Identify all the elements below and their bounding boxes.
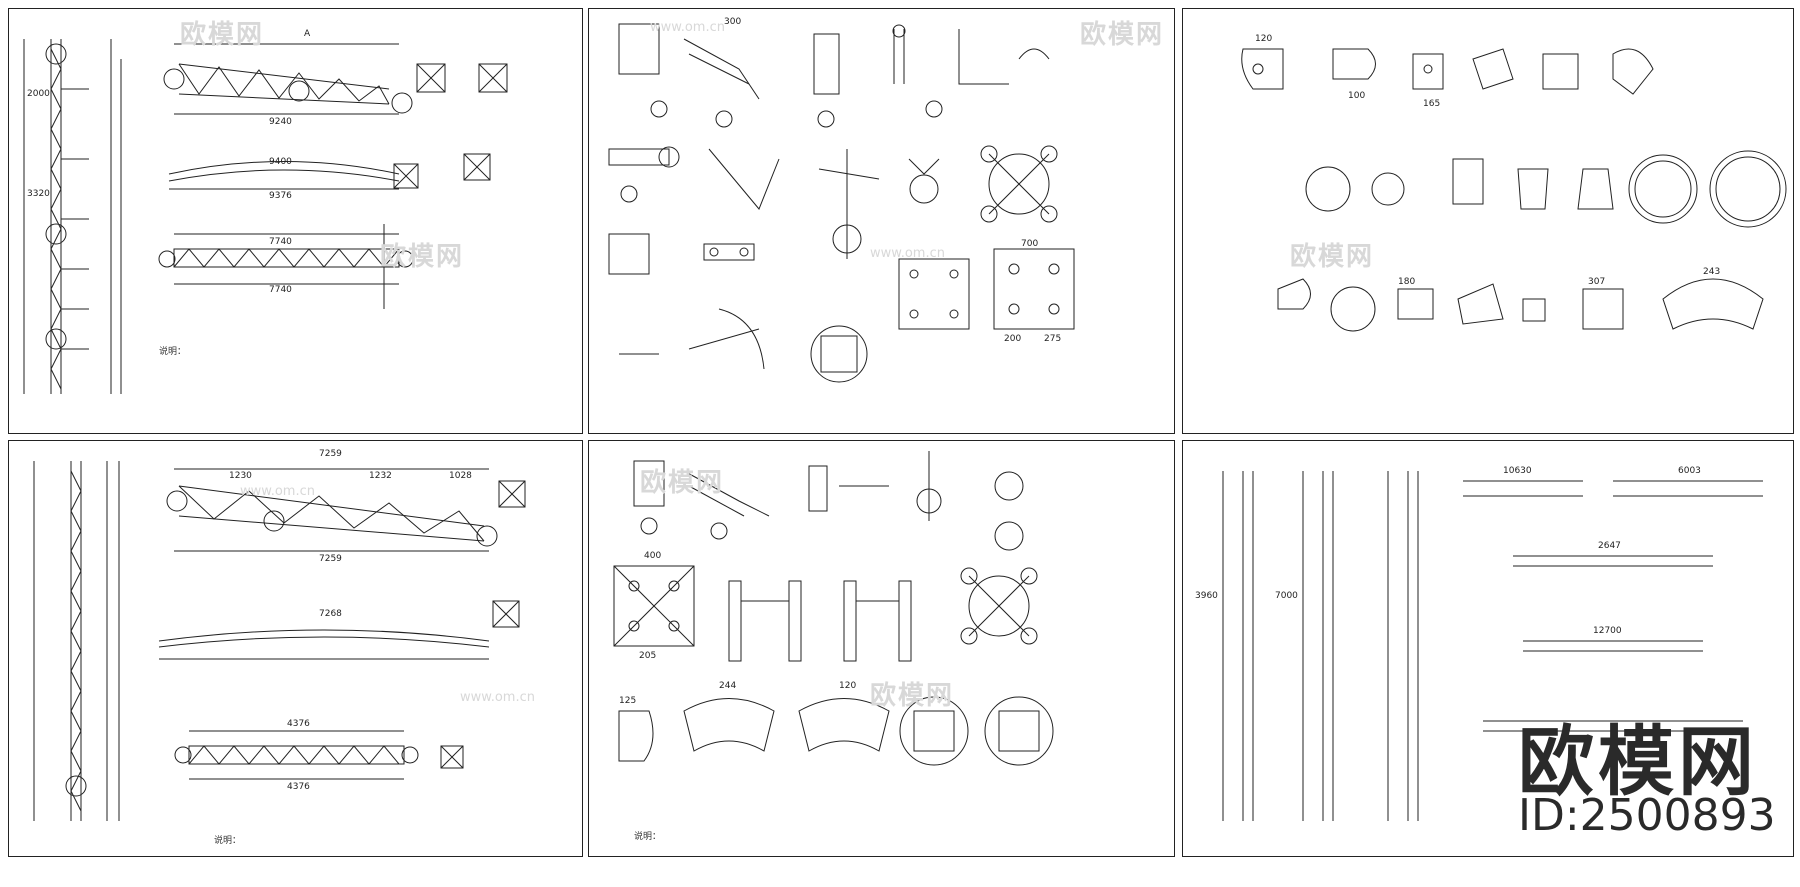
dim-label: 120 xyxy=(1255,34,1273,44)
dim-label: 300 xyxy=(724,17,742,27)
dim-label: 1232 xyxy=(369,471,392,481)
dim-label: 7000 xyxy=(1275,591,1298,601)
dim-label: 3320 xyxy=(27,189,50,199)
dim-label: 244 xyxy=(719,681,737,691)
dim-label: 100 xyxy=(1348,91,1366,101)
dim-label: 180 xyxy=(1398,277,1416,287)
model-id-text: ID:2500893 xyxy=(1518,790,1776,841)
dim-label: 10630 xyxy=(1503,466,1532,476)
watermark-url: www.om.cn xyxy=(650,20,725,35)
dim-label: 7259 xyxy=(319,449,342,459)
truss-drawing-bottom-left xyxy=(33,461,526,821)
sheet-top-left: 9240 9400 9376 7740 7740 3320 2000 A 说明： xyxy=(8,8,583,434)
watermark-brand: 欧模网 xyxy=(870,681,955,711)
notes-title: 说明： xyxy=(214,836,242,846)
watermark-url: www.om.cn xyxy=(240,484,315,499)
watermark-brand: 欧模网 xyxy=(180,20,265,50)
section-label: A xyxy=(304,29,311,39)
truss-drawing-top-left xyxy=(23,39,508,394)
dim-label: 7268 xyxy=(319,609,342,619)
joint-details-bottom-middle xyxy=(613,451,1054,766)
notes-title: 说明： xyxy=(634,832,662,842)
sheet-top-middle: 300 700 200 275 xyxy=(588,8,1175,434)
dim-label: 2000 xyxy=(27,89,50,99)
dim-label: 243 xyxy=(1703,267,1721,277)
dim-label: 9240 xyxy=(269,117,292,127)
sheet-bottom-right: 10630 6003 2647 12700 3960 7000 xyxy=(1182,440,1794,857)
watermark-url: www.om.cn xyxy=(460,690,535,705)
dim-label: 4376 xyxy=(287,719,310,729)
watermark-brand: 欧模网 xyxy=(1290,242,1375,272)
dim-label: 700 xyxy=(1021,239,1039,249)
dim-label: 9400 xyxy=(269,157,292,167)
plate-details-top-right xyxy=(1241,48,1787,332)
dim-label: 165 xyxy=(1423,99,1441,109)
brand-logo-text: 欧模网 xyxy=(1518,717,1758,806)
dim-label: 7259 xyxy=(319,554,342,564)
dim-label: 400 xyxy=(644,551,662,561)
sheet-bottom-left: 7259 7259 7268 4376 4376 1230 1232 1028 … xyxy=(8,440,583,857)
dim-label: 9376 xyxy=(269,191,292,201)
dim-label: 4376 xyxy=(287,782,310,792)
dim-label: 1028 xyxy=(449,471,472,481)
watermark-brand: 欧模网 xyxy=(1080,20,1165,50)
dim-label: 275 xyxy=(1044,334,1062,344)
dim-label: 2647 xyxy=(1598,541,1621,551)
dim-label: 205 xyxy=(639,651,657,661)
elevations-bottom-right xyxy=(1222,471,1763,821)
dim-label: 125 xyxy=(619,696,637,706)
sheet-top-right: 120 100 165 180 307 243 xyxy=(1182,8,1794,434)
dim-label: 1230 xyxy=(229,471,252,481)
watermark-brand: 欧模网 xyxy=(640,468,725,498)
dim-label: 7740 xyxy=(269,237,292,247)
dim-label: 6003 xyxy=(1678,466,1701,476)
watermark-url: www.om.cn xyxy=(870,246,945,261)
dim-label: 307 xyxy=(1588,277,1606,287)
joint-details-top-middle xyxy=(608,23,1075,383)
dim-label: 7740 xyxy=(269,285,292,295)
sheet-bottom-middle: 400 205 125 244 120 说明： xyxy=(588,440,1175,857)
dim-label: 3960 xyxy=(1195,591,1218,601)
dim-label: 200 xyxy=(1004,334,1022,344)
dim-label: 12700 xyxy=(1593,626,1622,636)
dim-label: 120 xyxy=(839,681,857,691)
watermark-brand: 欧模网 xyxy=(380,242,465,272)
notes-title: 说明： xyxy=(159,347,187,357)
